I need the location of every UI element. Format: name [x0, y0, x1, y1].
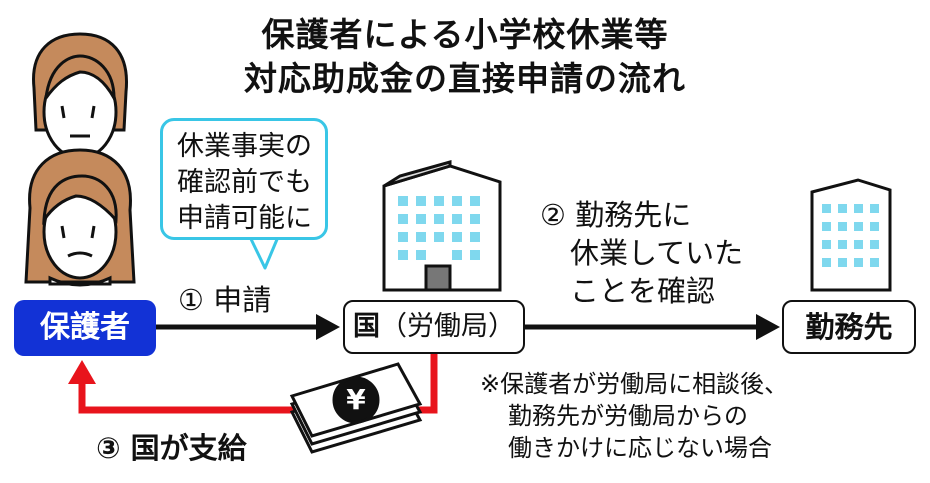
step-2-label: ② 勤務先に 休業していた ことを確認	[540, 196, 743, 310]
note-line-3: 働きかけに応じない場合	[508, 434, 772, 462]
bubble-line-3: 申請可能に	[177, 203, 312, 234]
title-line-2: 対応助成金の直接申請の流れ	[244, 59, 686, 98]
footnote: ※保護者が労働局に相談後、 勤務先が労働局からの 働きかけに応じない場合	[480, 368, 788, 464]
arrow-payment	[68, 354, 438, 414]
bubble-line-2: 確認前でも	[177, 167, 312, 198]
step-2-line-2: 休業していた	[570, 236, 744, 270]
arrow-apply	[156, 314, 340, 340]
note-line-2: 勤務先が労働局からの	[508, 402, 748, 430]
step-2-line-1: ② 勤務先に	[540, 198, 692, 232]
employer-node: 勤務先	[782, 300, 916, 354]
speech-bubble: 休業事実の 確認前でも 申請可能に	[160, 118, 328, 240]
note-line-1: ※保護者が労働局に相談後、	[480, 370, 789, 398]
yen-symbol: ¥	[346, 383, 366, 416]
parent-node: 保護者	[14, 300, 156, 356]
bubble-line-1: 休業事実の	[177, 131, 312, 162]
employer-building-icon	[810, 178, 892, 292]
parent-face-icon-bottom	[24, 148, 136, 287]
bureau-main-label: 国	[353, 311, 380, 342]
step-2-line-3: ことを確認	[570, 274, 716, 308]
parent-face-icon-top	[32, 32, 128, 160]
labor-bureau-node: 国（労働局）	[343, 300, 525, 354]
bureau-sub-label: （労働局）	[380, 311, 515, 342]
yen-bills-icon	[289, 362, 423, 454]
labor-bureau-building-icon	[382, 160, 502, 292]
step-1-label: ① 申請	[178, 283, 272, 317]
step-3-label: ③ 国が支給	[96, 431, 247, 465]
arrow-confirm	[525, 314, 780, 340]
title-line-1: 保護者による小学校休業等	[261, 15, 669, 54]
